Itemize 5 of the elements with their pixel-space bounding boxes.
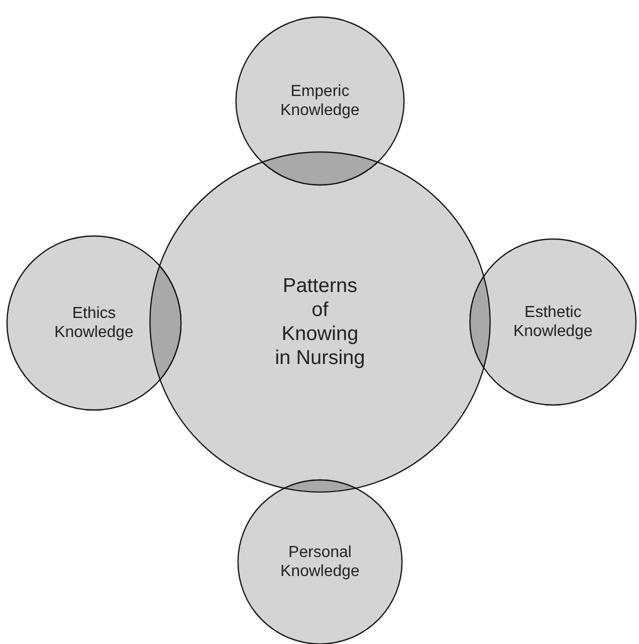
circle-label: Personal Knowledge xyxy=(279,542,361,582)
circle-label: Ethics Knowledge xyxy=(53,304,135,342)
circle-label: Patterns of Knowing in Nursing xyxy=(274,274,366,370)
circle-label: Esthetic Knowledge xyxy=(512,302,594,342)
circle-label: Emperic Knowledge xyxy=(279,82,361,120)
